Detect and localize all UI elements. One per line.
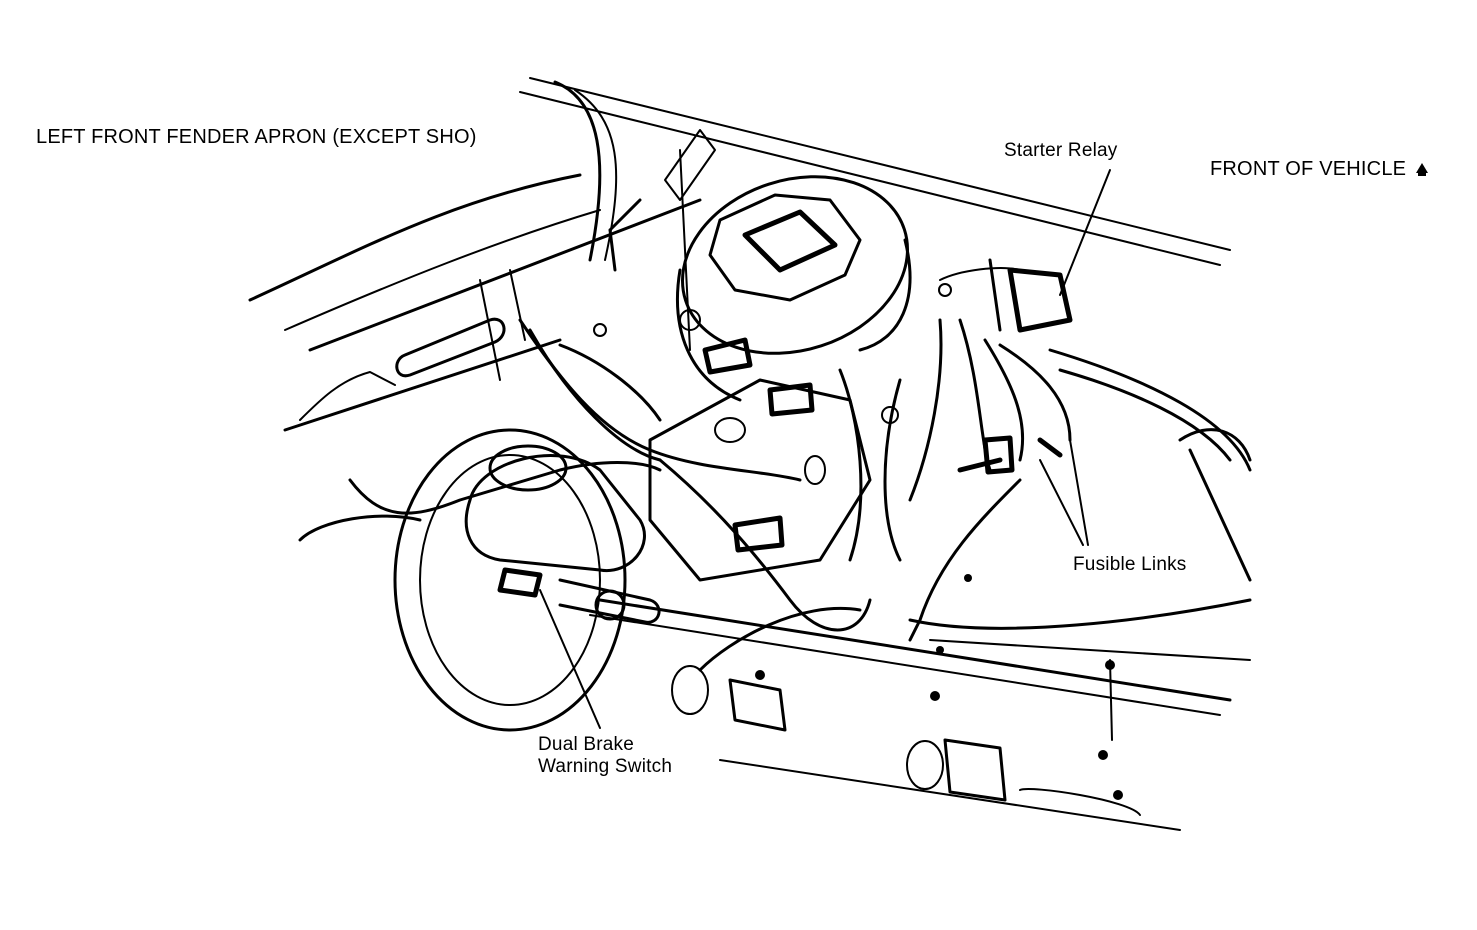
brake-booster (393, 428, 661, 732)
front-of-vehicle-label: FRONT OF VEHICLE (1210, 158, 1429, 180)
dual-brake-line1: Dual Brake (538, 734, 634, 755)
dual-brake-warning-switch-label: Dual Brake Warning Switch (538, 734, 672, 778)
right-apron (908, 348, 1252, 661)
radiator-support (589, 574, 1232, 831)
starter-relay (938, 258, 1073, 333)
up-arrow-icon (1416, 163, 1429, 176)
starter-relay-label: Starter Relay (1004, 140, 1118, 161)
fusible-links-label: Fusible Links (1073, 554, 1187, 575)
dual-brake-line2: Warning Switch (538, 756, 673, 777)
diagram-title: LEFT FRONT FENDER APRON (EXCEPT SHO) (36, 126, 477, 148)
wiring-harness (298, 318, 1072, 672)
leader-lines (539, 169, 1111, 729)
engine-block (593, 309, 899, 582)
fender-outline (248, 77, 1231, 432)
air-cleaner (676, 175, 912, 402)
apron-bracket (395, 269, 526, 381)
front-of-vehicle-text: FRONT OF VEHICLE (1210, 158, 1407, 180)
